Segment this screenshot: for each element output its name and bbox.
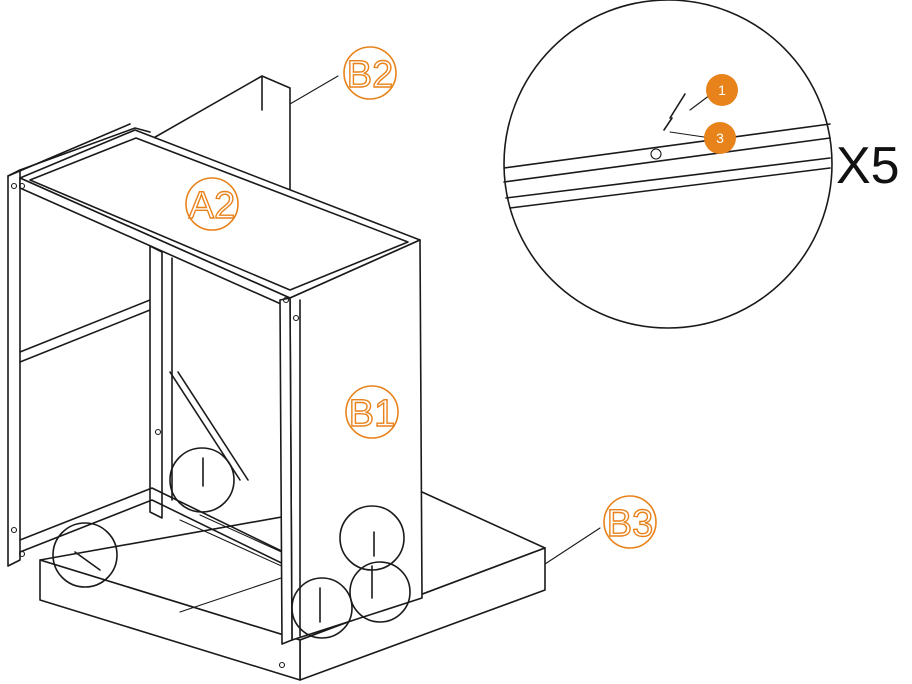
screw-detail-circles: [52, 447, 411, 639]
left-frame: [7, 123, 351, 589]
side-panel-b1: [279, 239, 423, 645]
svg-text:B1: B1: [349, 393, 395, 435]
detail-magnifier: [503, 0, 833, 329]
dowel-holes: [10, 182, 300, 669]
callout-b2: B2: [343, 46, 397, 100]
screw-icon: [74, 457, 375, 623]
step-badge-1: 1: [706, 74, 738, 106]
svg-text:1: 1: [718, 82, 726, 98]
multiplier-label: X5: [836, 137, 900, 195]
callout-a2: A2: [185, 177, 239, 231]
top-panel-a2: [19, 129, 421, 309]
svg-text:B3: B3: [607, 503, 653, 545]
svg-text:3: 3: [716, 130, 724, 146]
step-badge-3: 3: [704, 122, 736, 154]
leader-lines: [289, 75, 601, 565]
callout-b3: B3: [603, 495, 657, 549]
svg-text:A2: A2: [189, 185, 235, 227]
svg-text:B2: B2: [347, 54, 393, 96]
callout-b1: B1: [345, 385, 399, 439]
